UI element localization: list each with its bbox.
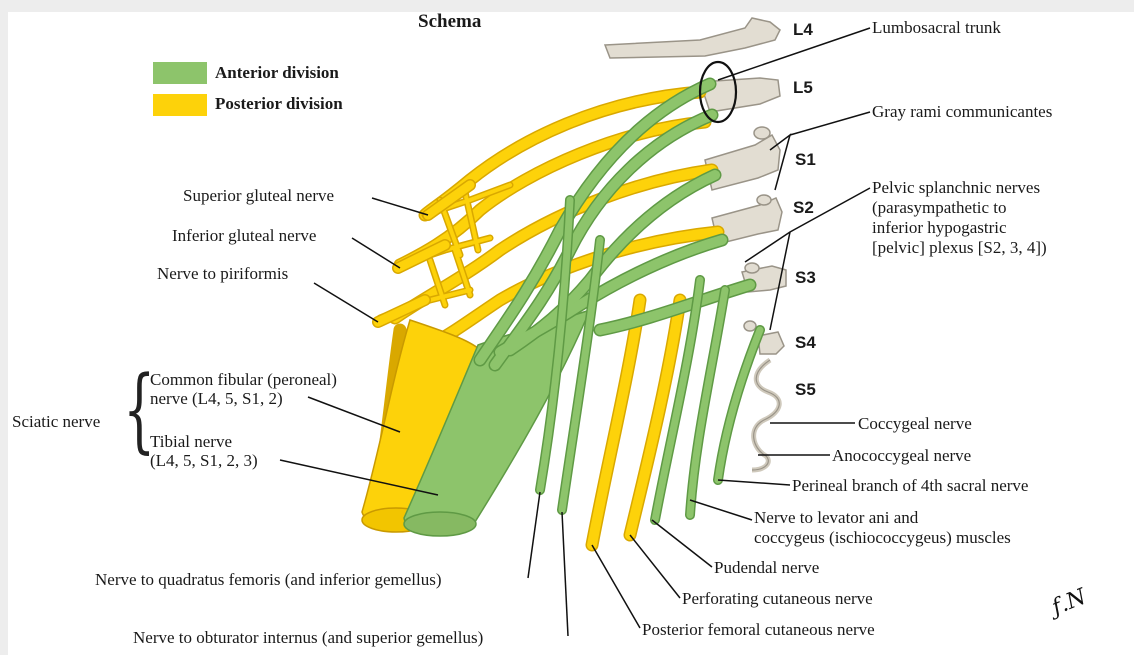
label-pelvic-splanchnic-2: (parasympathetic to	[872, 198, 1007, 218]
label-quadratus-femoris: Nerve to quadratus femoris (and inferior…	[95, 570, 442, 590]
label-tibial-1: Tibial nerve	[150, 432, 232, 452]
label-nerve-to-piriformis: Nerve to piriformis	[157, 264, 288, 284]
root-label-s3: S3	[795, 268, 816, 288]
label-posterior-femoral-cutaneous: Posterior femoral cutaneous nerve	[642, 620, 875, 640]
label-common-fibular-2: nerve (L4, 5, S1, 2)	[150, 389, 283, 409]
label-pudendal-nerve: Pudendal nerve	[714, 558, 819, 578]
label-levator-ani-2: coccygeus (ischiococcygeus) muscles	[754, 528, 1011, 548]
label-superior-gluteal: Superior gluteal nerve	[183, 186, 334, 206]
label-common-fibular-1: Common fibular (peroneal)	[150, 370, 337, 390]
l4-root	[605, 18, 780, 58]
label-pelvic-splanchnic-1: Pelvic splanchnic nerves	[872, 178, 1040, 198]
label-tibial-2: (L4, 5, S1, 2, 3)	[150, 451, 258, 471]
anterior-swatch	[153, 62, 207, 84]
legend-anterior-label: Anterior division	[215, 63, 339, 83]
label-pelvic-splanchnic-4: [pelvic] plexus [S2, 3, 4])	[872, 238, 1047, 258]
label-gray-rami: Gray rami communicantes	[872, 102, 1052, 122]
label-levator-ani-1: Nerve to levator ani and	[754, 508, 918, 528]
root-label-s5: S5	[795, 380, 816, 400]
posterior-swatch	[153, 94, 207, 116]
label-sciatic-nerve: Sciatic nerve	[12, 412, 100, 432]
label-perforating-cutaneous: Perforating cutaneous nerve	[682, 589, 873, 609]
s1-root	[705, 135, 780, 190]
label-anococcygeal-nerve: Anococcygeal nerve	[832, 446, 971, 466]
root-label-l5: L5	[793, 78, 813, 98]
legend-posterior-label: Posterior division	[215, 94, 343, 114]
root-label-s1: S1	[795, 150, 816, 170]
label-coccygeal-nerve: Coccygeal nerve	[858, 414, 972, 434]
diagram-title: Schema	[418, 12, 481, 32]
label-obturator-internus: Nerve to obturator internus (and superio…	[133, 628, 483, 648]
label-pelvic-splanchnic-3: inferior hypogastric	[872, 218, 1007, 238]
root-label-l4: L4	[793, 20, 813, 40]
label-inferior-gluteal: Inferior gluteal nerve	[172, 226, 316, 246]
root-label-s4: S4	[795, 333, 816, 353]
root-label-s2: S2	[793, 198, 814, 218]
label-perineal-branch: Perineal branch of 4th sacral nerve	[792, 476, 1028, 496]
label-lumbosacral-trunk: Lumbosacral trunk	[872, 18, 1001, 38]
